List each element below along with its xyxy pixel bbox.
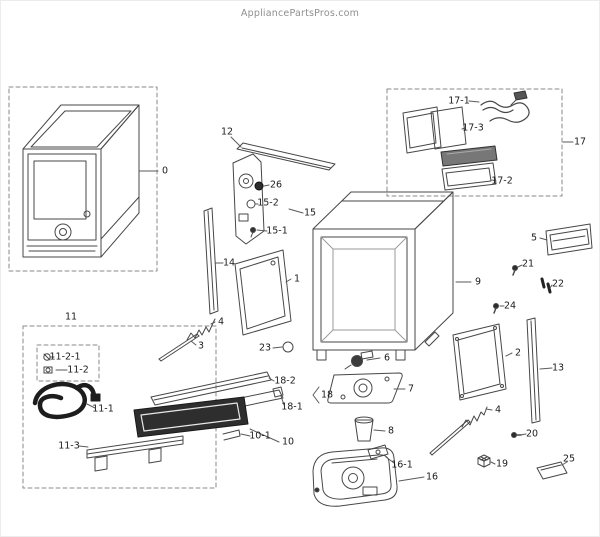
part-11-1-drain-hose (32, 381, 97, 420)
callout-19: 19 (495, 458, 509, 470)
part-13-strip (526, 317, 541, 424)
callout-11: 11 (64, 311, 78, 323)
part-2-panel (452, 323, 507, 401)
part-22-screws (540, 277, 552, 294)
callout-10-1: 10-1 (249, 430, 271, 442)
callout-18-2: 18-2 (274, 375, 296, 387)
part-11-2-clamp (43, 366, 53, 374)
part-19-nut (477, 454, 491, 468)
part-23-ring (282, 341, 294, 353)
part-24-screw (493, 303, 499, 314)
callout-2: 2 (514, 347, 522, 359)
callout-18-1: 18-1 (281, 401, 303, 413)
hose-fitting (90, 393, 101, 402)
part-10-1-bracket (222, 429, 241, 441)
callout-17-2: 17-2 (491, 175, 513, 187)
callout-11-2: 11-2 (67, 364, 89, 376)
leader-lines (49, 100, 574, 482)
callout-18: 18 (320, 389, 334, 401)
group-box-0 (8, 86, 158, 272)
part-11-3-bracket (86, 435, 184, 472)
callout-15-2: 15-2 (257, 197, 279, 209)
callout-17-3: 17-3 (462, 122, 484, 134)
part-7-sump (327, 372, 403, 404)
callout-10: 10 (281, 436, 295, 448)
callout-3: 3 (197, 340, 205, 352)
part-16-base (312, 447, 398, 507)
part-4-spring-left (186, 318, 216, 341)
callout-5: 5 (530, 232, 538, 244)
part-18-2-rail (150, 371, 272, 406)
callout-16-1: 16-1 (391, 459, 413, 471)
callout-16: 16 (425, 471, 439, 483)
part-16-1-bracket (367, 444, 389, 460)
callout-17-1: 17-1 (448, 95, 470, 107)
callout-6: 6 (383, 352, 391, 364)
group-box-11-2 (36, 344, 100, 382)
callout-22: 22 (551, 278, 565, 290)
callout-11-1: 11-1 (92, 403, 114, 415)
callout-7: 7 (407, 383, 415, 395)
callout-13: 13 (551, 362, 565, 374)
part-15-latch-assembly (232, 153, 265, 245)
callout-25: 25 (562, 453, 576, 465)
callout-23: 23 (258, 342, 272, 354)
callout-11-2-1: 11-2-1 (49, 351, 81, 363)
part-8-funnel (354, 416, 374, 442)
part-6-valve (344, 350, 374, 370)
group-box-17 (386, 88, 563, 197)
callout-20: 20 (525, 428, 539, 440)
callout-9: 9 (474, 276, 482, 288)
part-9-tub (312, 191, 454, 361)
part-12-strip (236, 142, 336, 171)
callout-1: 1 (293, 273, 301, 285)
part-14-seal-strip (203, 207, 219, 315)
part-0-assembled-unit (22, 104, 140, 258)
callout-15: 15 (303, 207, 317, 219)
part-10-kickplate (133, 396, 249, 438)
callout-21: 21 (521, 258, 535, 270)
callout-15-1: 15-1 (266, 225, 288, 237)
callout-26: 26 (269, 179, 283, 191)
callout-12: 12 (220, 126, 234, 138)
part-25-plate (536, 461, 568, 480)
part-17-insulation-group (402, 90, 530, 191)
callout-0: 0 (161, 165, 169, 177)
part-21-screw (512, 265, 518, 276)
part-4-spring-right (461, 406, 488, 428)
callout-17: 17 (573, 136, 587, 148)
callout-14: 14 (222, 257, 236, 269)
callout-4: 4 (494, 404, 502, 416)
lift-rod (429, 419, 471, 456)
part-26-grommet (254, 181, 264, 191)
power-cord (480, 100, 530, 123)
callout-4: 4 (217, 316, 225, 328)
part-5-bracket (545, 223, 593, 256)
callout-11-3: 11-3 (58, 440, 80, 452)
part-3-rod (158, 333, 200, 362)
callout-24: 24 (503, 300, 517, 312)
callout-8: 8 (387, 425, 395, 437)
part-1-panel (234, 249, 292, 336)
watermark: AppliancePartsPros.com (240, 8, 360, 19)
